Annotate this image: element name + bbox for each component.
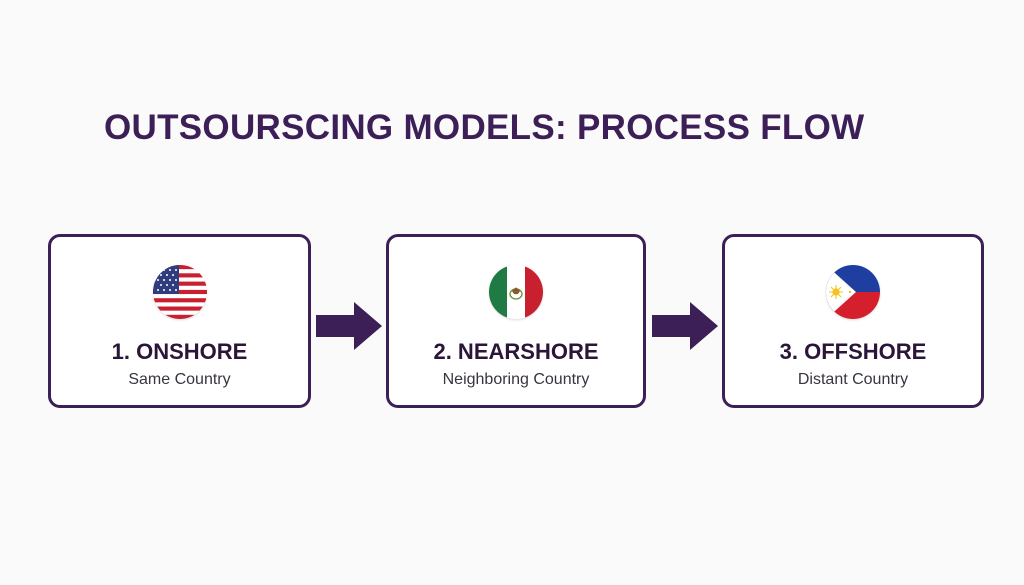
philippines-flag-icon — [826, 265, 880, 319]
step-card-offshore: 3. OFFSHORE Distant Country — [722, 234, 984, 408]
diagram-title: OUTSOURSCING MODELS: PROCESS FLOW — [104, 108, 865, 147]
arrow-right-icon — [652, 300, 718, 352]
step-subtitle: Neighboring Country — [442, 371, 590, 388]
usa-flag-icon — [152, 265, 207, 319]
step-subtitle: Distant Country — [797, 371, 909, 388]
step-card-onshore: 1. ONSHORE Same Country — [48, 234, 311, 408]
step-label: 2. NEARSHORE — [433, 339, 599, 364]
step-subtitle: Same Country — [128, 371, 231, 388]
arrow-right-icon — [316, 300, 382, 352]
step-card-nearshore: 2. NEARSHORE Neighboring Country — [386, 234, 646, 408]
step-label: 1. ONSHORE — [111, 339, 248, 364]
step-label: 3. OFFSHORE — [779, 339, 927, 364]
mexico-flag-icon — [489, 265, 543, 319]
